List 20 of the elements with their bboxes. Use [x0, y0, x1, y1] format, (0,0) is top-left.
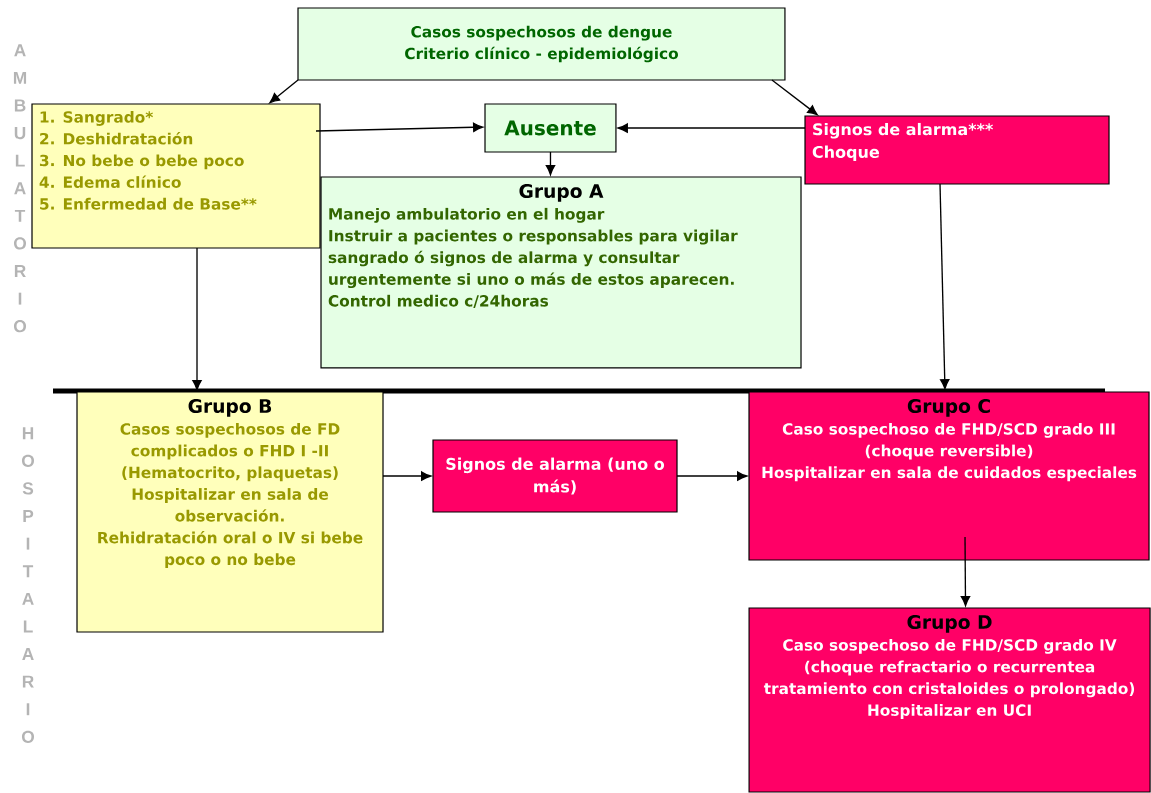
arrow: [192, 247, 202, 391]
arrow: [315, 122, 484, 132]
group-box: Grupo D Caso sospechoso de FHD/SCD grado IV (choque refractario o recurrentea tratamiento con cristaloides o prolongado) Hospitalizar en UCI: [748, 607, 1151, 793]
arrow: [269, 79, 299, 104]
symptom-list-box: 1. Sangrado* 2. Deshidratación 3. No bebe o bebe poco 4. Edema clínico 5. Enfermedad de Base**: [31, 103, 321, 249]
group-box: Grupo C Caso sospechoso de FHD/SCD grado III (choque reversible) Hospitalizar en sala de cuidados especiales: [748, 391, 1150, 561]
arrow: [676, 471, 748, 481]
arrow: [939, 183, 950, 390]
arrow: [617, 123, 806, 133]
alarm-box: Signos de alarma (uno o más): [432, 439, 678, 513]
vertical-label: HOSPITALARIO: [22, 427, 34, 743]
criteria-box: Casos sospechosos de dengue Criterio clínico - epidemiológico: [297, 7, 786, 81]
group-box: Grupo B Casos sospechosos de FD complicados o FHD I -II (Hematocrito, plaquetas) Hospitalizar en sala de observación. Rehidratación oral o IV si bebe poco o no bebe: [76, 391, 384, 633]
arrow: [771, 79, 818, 116]
arrow: [382, 471, 432, 481]
arrow: [960, 536, 971, 607]
group-box: Grupo A Manejo ambulatorio en el hogar Instruir a pacientes o responsables para vigilar sangrado ó signos de alarma y consultar urgentemente si uno o más de estos aparecen. Control medico c/24horas: [320, 176, 802, 369]
arrow: [545, 151, 556, 176]
result-box: Ausente: [484, 103, 617, 153]
alarm-box: Signos de alarma*** Choque: [804, 115, 1110, 185]
